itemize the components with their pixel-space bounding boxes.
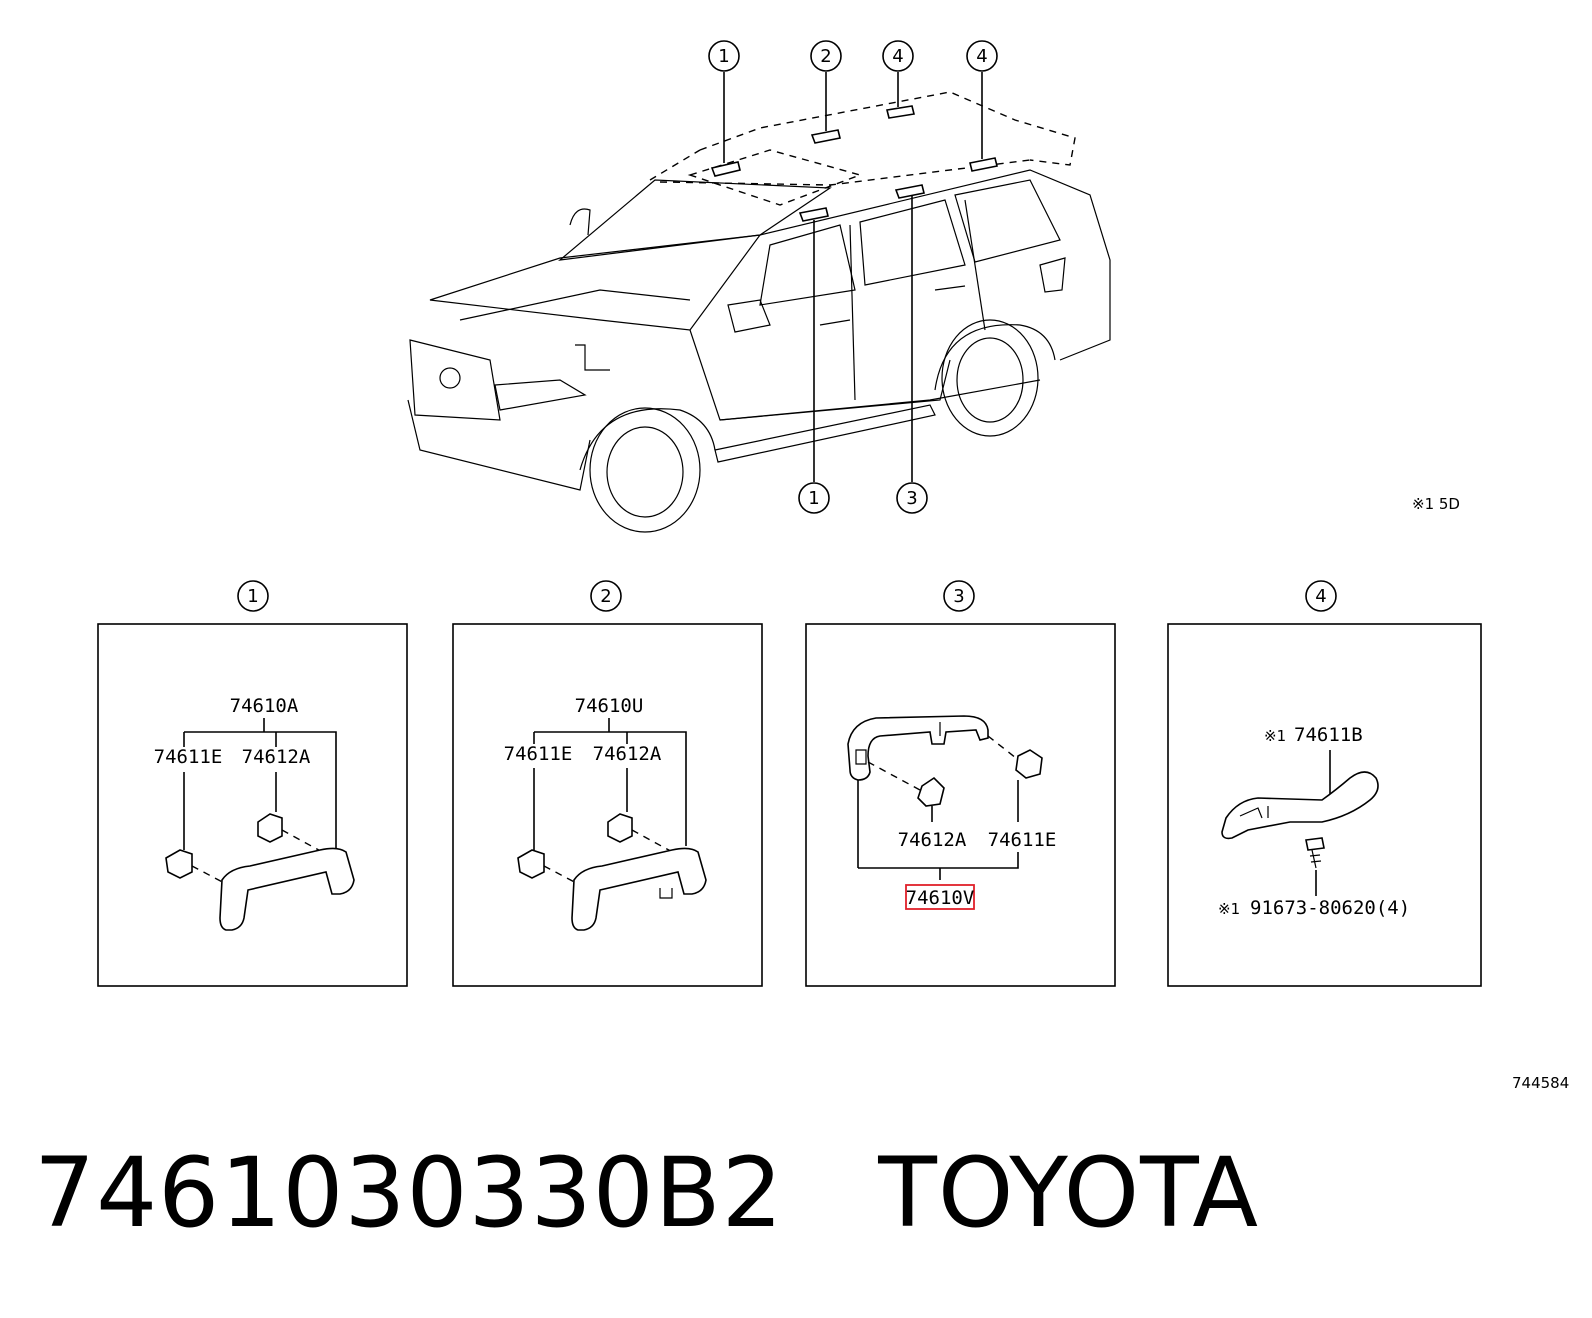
panel2-assembly-label: 74610U [575, 695, 644, 717]
drawing-code: 744584 [1512, 1074, 1569, 1092]
panel-callout-2: 2 [590, 580, 622, 612]
panel4-handle-mark: ※1 [1264, 727, 1286, 745]
svg-text:3: 3 [906, 488, 917, 509]
panel3-assembly-label: 74610V [906, 887, 975, 909]
panel4-handle-label: 74611B [1294, 724, 1363, 746]
part-number: 7461030330B2 [34, 1137, 784, 1249]
panel2-right-part-label: 74612A [593, 743, 662, 765]
panel-callout-1: 1 [237, 580, 269, 612]
svg-text:1: 1 [808, 488, 819, 509]
svg-text:1: 1 [247, 586, 258, 607]
variant-note: ※1 5D [1412, 495, 1460, 513]
callout-top-4a: 4 [882, 40, 914, 72]
svg-text:4: 4 [892, 46, 903, 67]
svg-text:2: 2 [820, 46, 831, 67]
detail-panel-4: ※1 74611B ※1 91673-80620(4) [1167, 623, 1482, 987]
panel1-right-part-label: 74612A [242, 746, 311, 768]
panel1-assembly-label: 74610A [230, 695, 299, 717]
svg-text:1: 1 [718, 46, 729, 67]
callout-top-2: 2 [810, 40, 842, 72]
svg-text:2: 2 [600, 586, 611, 607]
panel2-left-part-label: 74611E [504, 743, 573, 765]
detail-panel-3: 74612A 74611E 74610V [805, 623, 1116, 987]
callout-top-1: 1 [708, 40, 740, 72]
detail-panel-2: 74610U 74611E 74612A [452, 623, 763, 987]
svg-text:3: 3 [953, 586, 964, 607]
detail-panel-1: 74610A 74611E 74612A [97, 623, 408, 987]
panel3-part-a-label: 74612A [898, 829, 967, 851]
panel3-part-b-label: 74611E [988, 829, 1057, 851]
footer-caption: 7461030330B2 TOYOTA [34, 1138, 1259, 1248]
panel1-left-part-label: 74611E [154, 746, 223, 768]
highlight-box [905, 884, 975, 910]
panel4-bolt-label: 91673-80620(4) [1250, 897, 1410, 919]
callout-top-4b: 4 [966, 40, 998, 72]
panel-callout-4: 4 [1305, 580, 1337, 612]
vehicle-illustration [407, 72, 1111, 533]
panel4-bolt-mark: ※1 [1218, 900, 1240, 918]
svg-text:4: 4 [1315, 586, 1326, 607]
svg-text:4: 4 [976, 46, 987, 67]
brand-name: TOYOTA [878, 1137, 1260, 1249]
panel-callout-3: 3 [943, 580, 975, 612]
callout-bottom-1: 1 [798, 482, 830, 514]
callout-bottom-3: 3 [896, 482, 928, 514]
